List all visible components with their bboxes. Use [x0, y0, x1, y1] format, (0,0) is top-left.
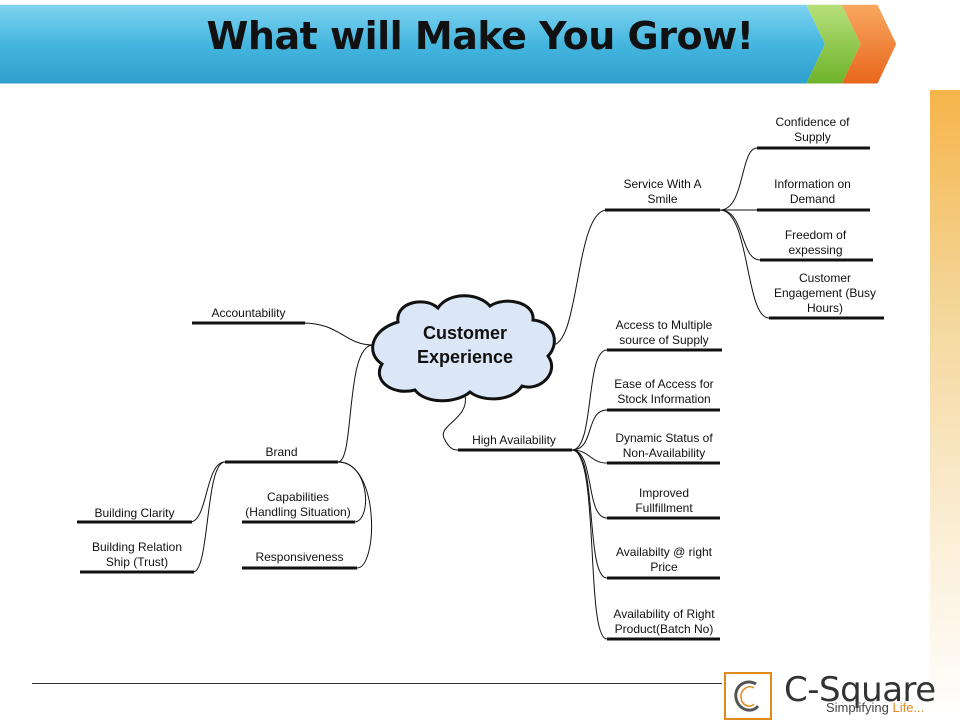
- availability-child-fulfillment: Improved Fullfillment: [635, 486, 693, 515]
- logo-tagline: Simplifying Life...: [826, 700, 924, 715]
- orange-chevron: [841, 4, 897, 84]
- logo-tagline-prefix: Simplifying: [826, 700, 893, 715]
- title-bar-shape: [0, 4, 825, 84]
- branch-accountability-label: Accountability: [211, 306, 286, 320]
- availability-child-dynamic-status: Dynamic Status of Non-Availability: [615, 431, 713, 460]
- service-child-engagement: Customer Engagement (Busy Hours): [773, 271, 877, 315]
- availability-child-multiple-source: Access to Multiple source of Supply: [615, 318, 713, 347]
- availability-child-stock-info: Ease of Access for Stock Information: [614, 377, 714, 406]
- service-child-information: Information on Demand: [774, 177, 851, 206]
- service-child-freedom: Freedom of expessing: [784, 228, 847, 257]
- center-node-label: Customer Experience: [416, 323, 514, 367]
- brand-child-clarity: Building Clarity: [94, 506, 175, 520]
- green-chevron: [806, 4, 861, 84]
- footer-divider: [32, 683, 722, 684]
- branch-service-label: Service With A Smile: [623, 177, 702, 206]
- logo-tagline-accent: Life...: [892, 700, 925, 715]
- side-accent-strip: [930, 90, 960, 720]
- c-square-logo-icon: [724, 672, 772, 720]
- center-cloud-shape: [371, 294, 556, 403]
- availability-child-right-price: Availabilty @ right Price: [616, 545, 712, 574]
- slide-title: What will Make You Grow!: [206, 14, 754, 58]
- title-bar: [0, 4, 897, 84]
- brand-child-responsiveness: Responsiveness: [255, 550, 344, 564]
- service-child-confidence: Confidence of Supply: [775, 115, 850, 144]
- logo-name: C-Square: [784, 670, 936, 710]
- branch-brand-label: Brand: [265, 445, 298, 459]
- brand-child-capabilities: Capabilities (Handling Situation): [245, 490, 351, 519]
- availability-child-right-product: Availability of Right Product(Batch No): [613, 607, 715, 636]
- branch-availability-label: High Availability: [472, 433, 556, 447]
- brand-child-relationship: Building Relation Ship (Trust): [91, 540, 183, 569]
